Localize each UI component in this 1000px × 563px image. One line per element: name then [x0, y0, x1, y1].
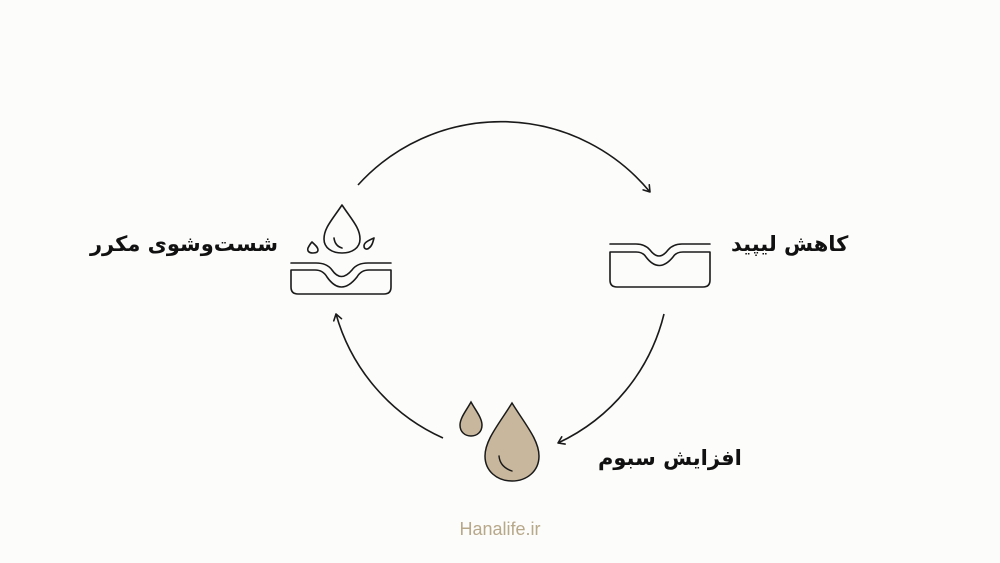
step-label-sebum: افزایش سبوم: [598, 446, 742, 470]
watermark: Hanalife.ir: [459, 519, 541, 539]
arrow-wash-to-lipid: [357, 120, 651, 193]
arrow-lipid-to-sebum: [557, 313, 665, 445]
oil-drops-icon: [459, 400, 540, 482]
skin-splash-icon: [290, 204, 392, 295]
step-label-lipid: کاهش لیپید: [731, 232, 849, 256]
skin-layer-icon: [609, 243, 711, 288]
step-label-wash: شست‌وشوی مکرر: [89, 232, 278, 256]
arrow-sebum-to-wash: [332, 313, 444, 439]
